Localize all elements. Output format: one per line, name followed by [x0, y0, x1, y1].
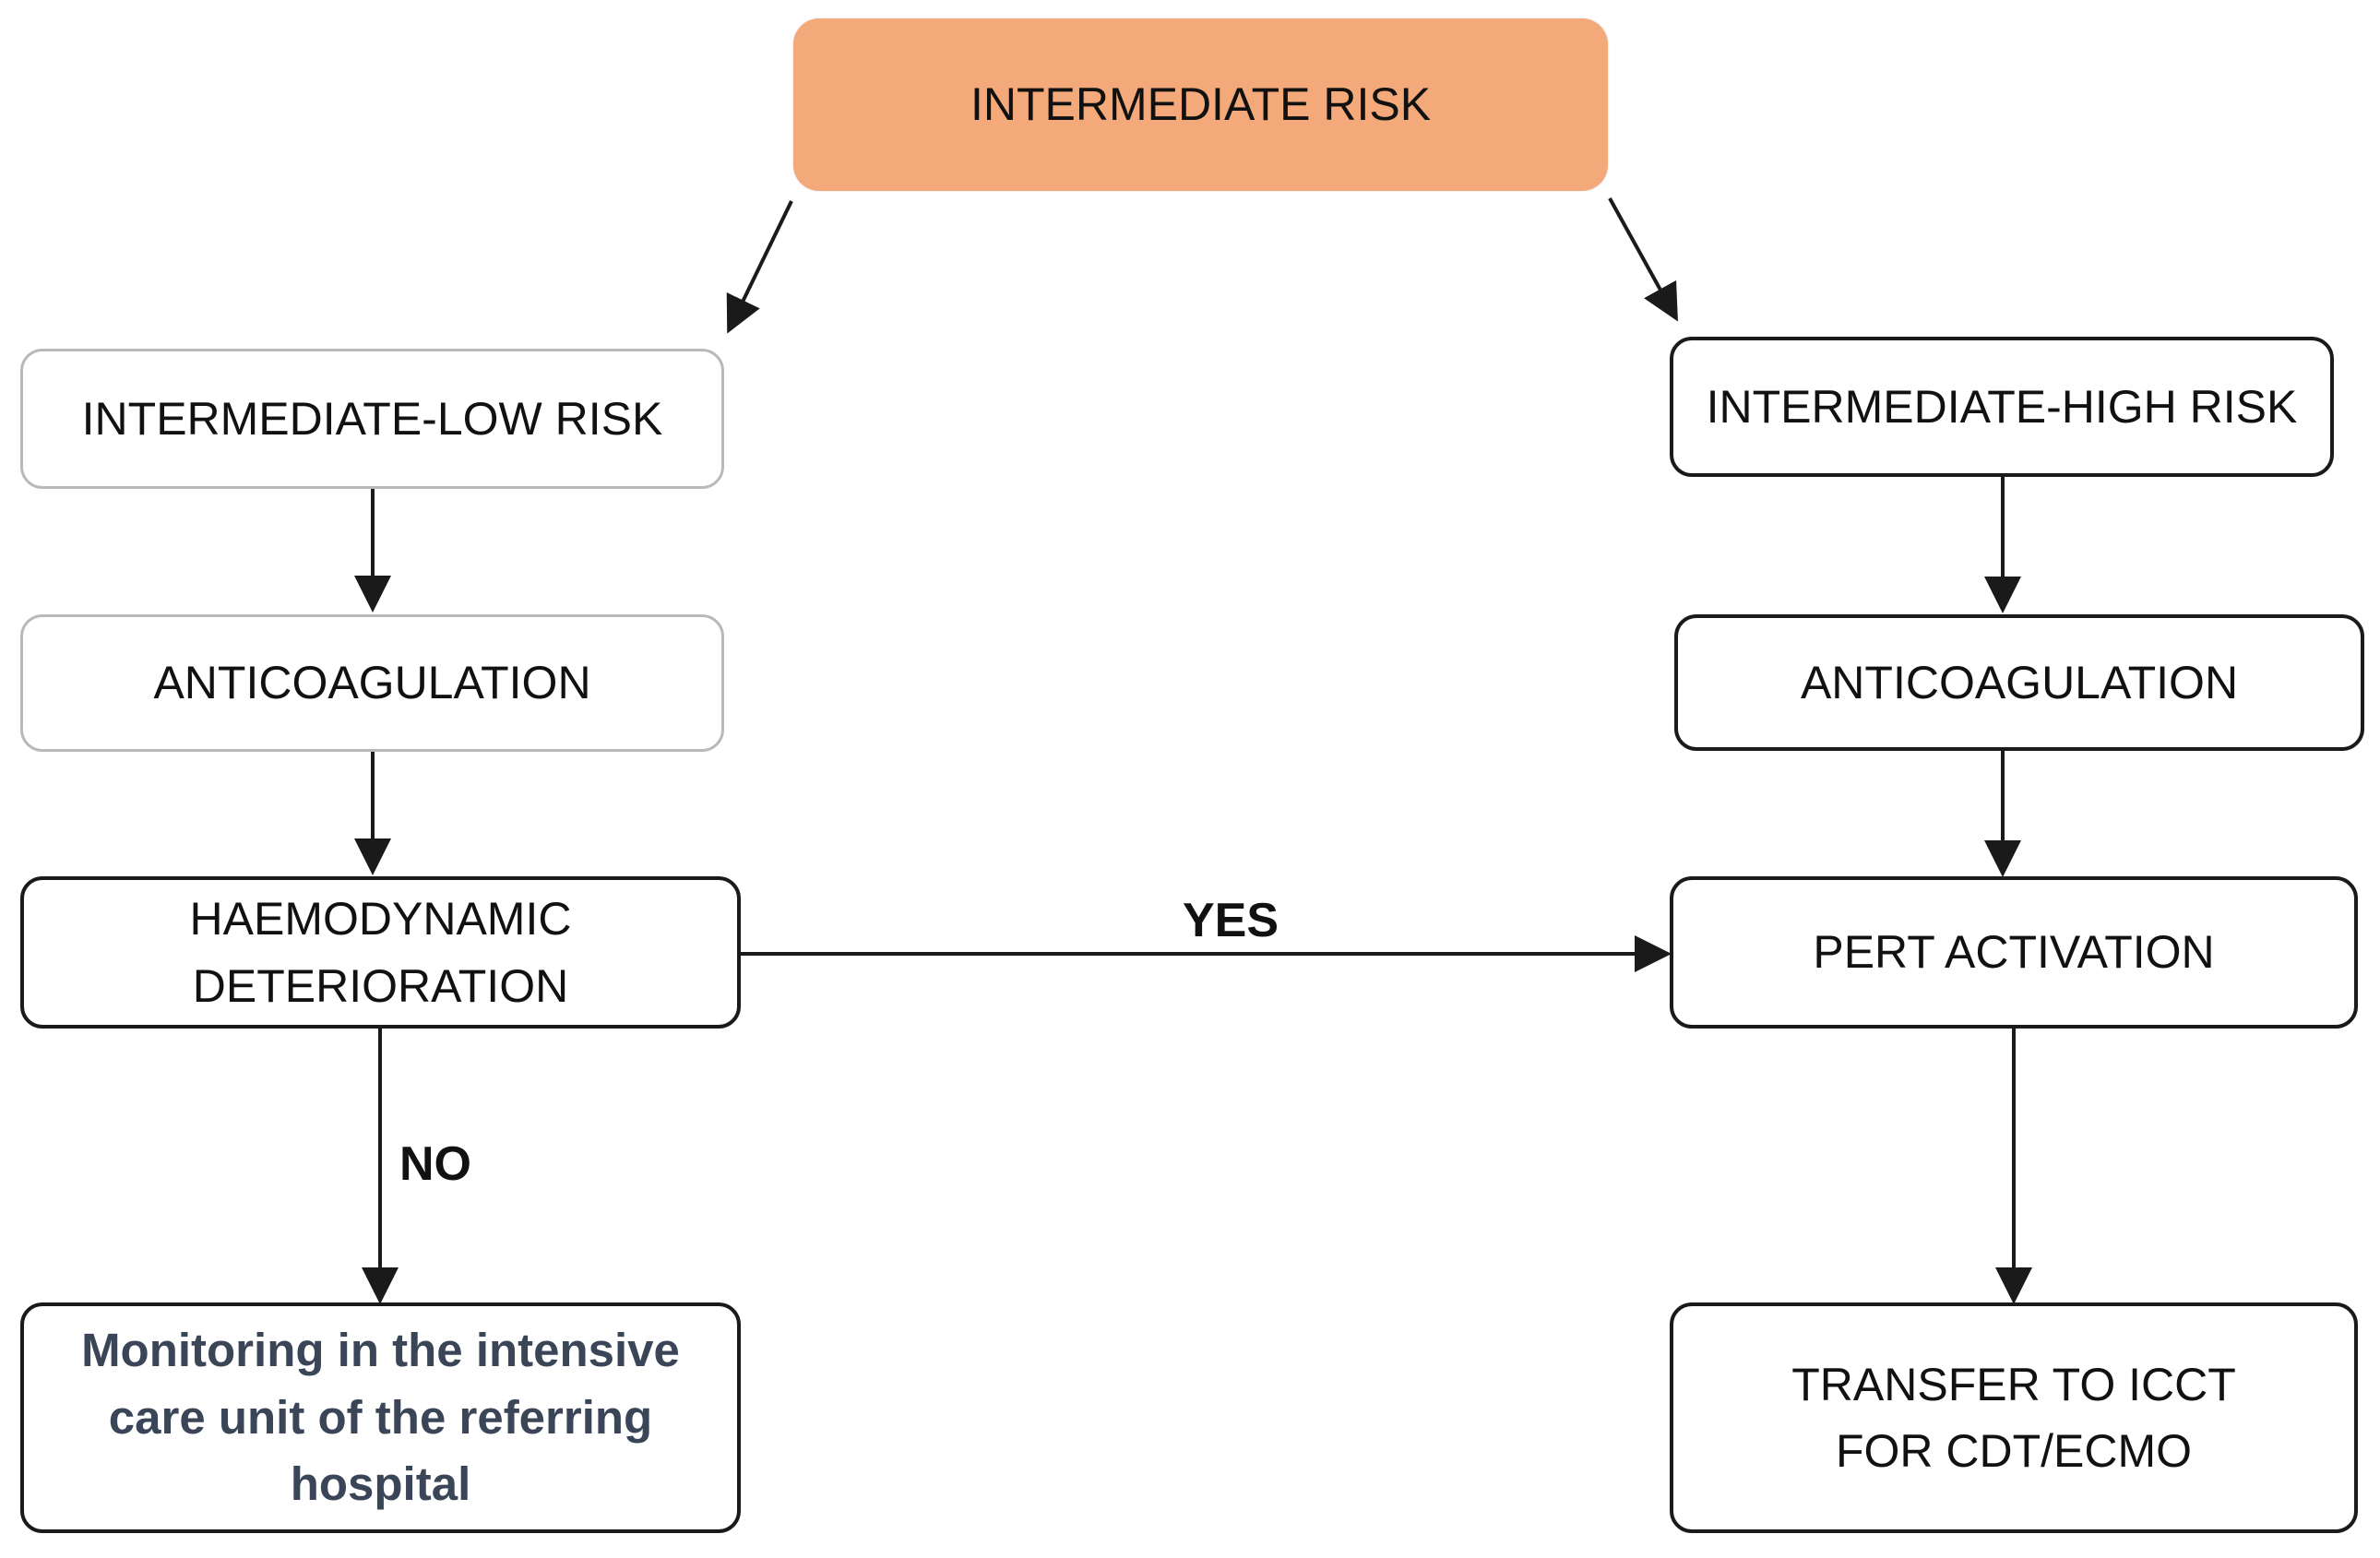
node-pert-activation-label: PERT ACTIVATION	[1813, 926, 2215, 979]
edge-label-yes: YES	[1183, 894, 1279, 947]
edge-label-no: NO	[399, 1137, 471, 1191]
node-pert-activation: PERT ACTIVATION	[1670, 876, 2358, 1029]
node-anticoagulation-left-label: ANTICOAGULATION	[153, 657, 591, 709]
node-intermediate-risk-label: INTERMEDIATE RISK	[970, 78, 1432, 131]
node-intermediate-low-risk: INTERMEDIATE-LOW RISK	[20, 349, 724, 489]
node-intermediate-risk: INTERMEDIATE RISK	[793, 18, 1608, 191]
node-anticoagulation-right: ANTICOAGULATION	[1674, 614, 2364, 751]
node-intermediate-high-risk: INTERMEDIATE-HIGH RISK	[1670, 337, 2334, 477]
arrow-risk-to-low	[726, 200, 793, 334]
node-haemodynamic-deterioration: HAEMODYNAMIC DETERIORATION	[20, 876, 741, 1029]
node-monitoring: Monitoring in the intensive care unit of…	[20, 1302, 741, 1533]
node-intermediate-high-risk-label: INTERMEDIATE-HIGH RISK	[1706, 380, 2298, 433]
node-transfer-label: TRANSFER TO ICCT FOR CDT/ECMO	[1791, 1358, 2236, 1478]
node-intermediate-low-risk-label: INTERMEDIATE-LOW RISK	[81, 392, 663, 445]
node-transfer: TRANSFER TO ICCT FOR CDT/ECMO	[1670, 1302, 2358, 1533]
arrow-risk-to-high	[1608, 197, 1678, 322]
node-monitoring-label: Monitoring in the intensive care unit of…	[81, 1324, 680, 1511]
node-anticoagulation-left: ANTICOAGULATION	[20, 614, 724, 752]
node-anticoagulation-right-label: ANTICOAGULATION	[1800, 656, 2239, 708]
node-haemodynamic-deterioration-label: HAEMODYNAMIC DETERIORATION	[189, 893, 572, 1012]
